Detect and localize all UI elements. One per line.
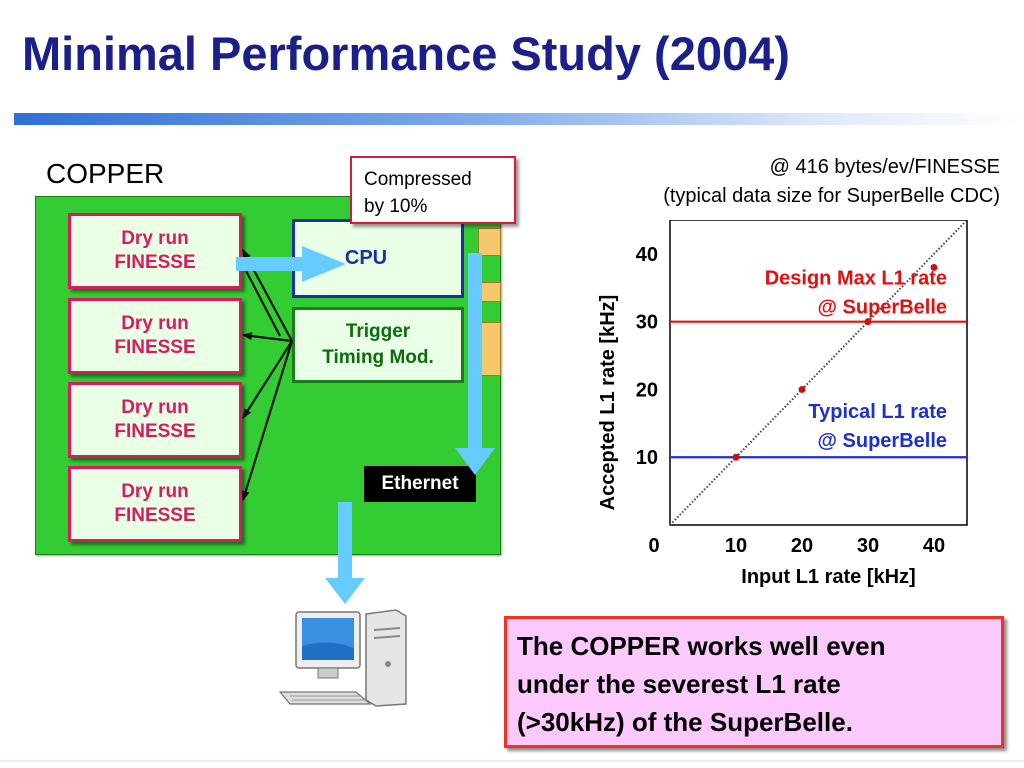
data-point (732, 453, 740, 461)
page-title: Minimal Performance Study (2004) (22, 27, 790, 80)
y-tick-label: 40 (636, 244, 658, 266)
x-tick-label: 20 (791, 535, 813, 557)
x-tick-label: 0 (648, 535, 659, 557)
finesse-label-line2: FINESSE (114, 337, 196, 358)
compressed-line1: Compressed (364, 169, 472, 190)
rate-chart: 10 20 30 40 0 10 20 30 40 Design Max L1 rate @ S… (597, 220, 968, 588)
trigger-timing-module-box: Trigger Timing Mod. (292, 307, 464, 383)
finesse-box-1: Dry run FINESSE (68, 213, 242, 289)
finesse-label-line2: FINESSE (114, 421, 196, 442)
finesse-label-line2: FINESSE (114, 252, 196, 273)
x-tick-label: 30 (857, 535, 879, 557)
x-tick-label: 40 (923, 535, 945, 557)
finesse-label-line1: Dry run (121, 397, 189, 418)
compressed-line2: by 10% (364, 196, 428, 217)
data-points (732, 263, 938, 461)
x-tick-labels: 0 10 20 30 40 (648, 535, 945, 557)
arrow-to-finesse-3 (242, 340, 293, 419)
y-tick-label: 30 (636, 312, 658, 334)
conclusion-line2: under the severest L1 rate (517, 669, 841, 699)
ethernet-label: Ethernet (364, 466, 476, 502)
identity-reference-line (669, 220, 968, 526)
data-point (798, 385, 806, 393)
copper-label: COPPER (46, 158, 165, 189)
chart-header-line1: @ 416 bytes/ev/FINESSE (769, 156, 1000, 178)
y-tick-labels: 10 20 30 40 (636, 244, 658, 469)
trigger-label-line1: Trigger (345, 321, 411, 342)
finesse-box-2: Dry run FINESSE (68, 298, 242, 374)
finesse-label-line1: Dry run (121, 481, 189, 502)
data-point (864, 318, 872, 326)
data-flow-arrow-to-pc (325, 502, 365, 604)
computer-icon (278, 609, 407, 707)
x-axis-label: Input L1 rate [kHz] (741, 566, 915, 588)
data-flow-arrow-to-ethernet (455, 253, 495, 475)
compressed-note: Compressed by 10% (350, 156, 516, 224)
hline-label-0-1: @ SuperBelle (817, 297, 947, 319)
finesse-box-3: Dry run FINESSE (68, 382, 242, 458)
cpu-label: CPU (344, 247, 388, 269)
arrow-to-finesse-4 (241, 340, 294, 501)
trigger-label-line2: Timing Mod. (322, 347, 434, 368)
footer-divider (0, 760, 1024, 762)
chart-header-line2: (typical data size for SuperBelle CDC) (663, 185, 1000, 207)
title-underline-bar (14, 113, 1024, 125)
y-axis-label: Accepted L1 rate [kHz] (597, 295, 619, 511)
hline-label-0-0: Design Max L1 rate (765, 268, 947, 290)
connector-pad (478, 228, 501, 256)
finesse-label-line1: Dry run (121, 313, 189, 334)
y-tick-label: 10 (636, 447, 658, 469)
y-tick-label: 20 (636, 379, 658, 401)
horizontal-reference-lines (670, 320, 967, 459)
conclusion-box: The COPPER works well even under the sev… (504, 616, 1004, 748)
finesse-label-line1: Dry run (121, 228, 189, 249)
finesse-box-4: Dry run FINESSE (68, 466, 242, 542)
data-flow-arrow-to-cpu (236, 246, 346, 282)
data-point (930, 263, 938, 271)
hline-label-1-0: Typical L1 rate (808, 401, 947, 423)
trigger-to-finesse-arrows (241, 249, 294, 501)
arrow-link-1b (242, 264, 281, 337)
arrow-to-finesse-2 (242, 332, 293, 343)
conclusion-line1: The COPPER works well even (517, 631, 886, 661)
conclusion-line3: (>30kHz) of the SuperBelle. (517, 707, 853, 737)
hline-label-1-1: @ SuperBelle (817, 430, 947, 452)
x-tick-label: 10 (725, 535, 747, 557)
finesse-label-line2: FINESSE (114, 505, 196, 526)
